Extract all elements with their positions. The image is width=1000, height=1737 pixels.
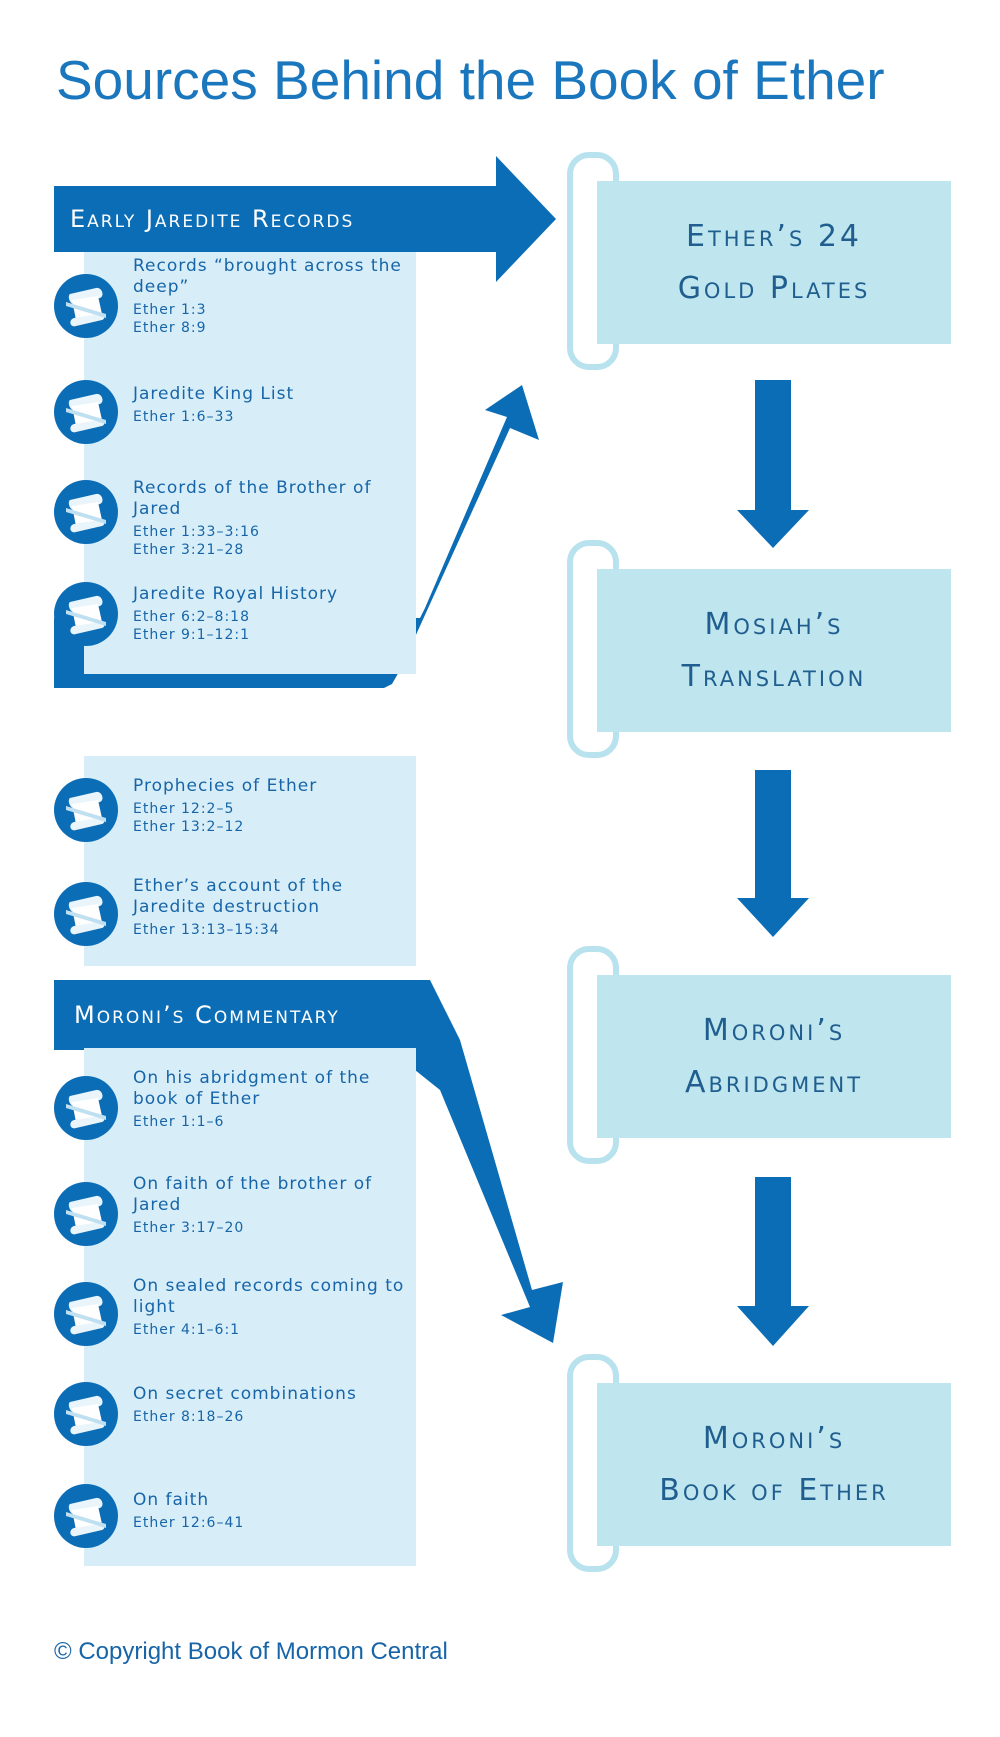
item-label: Records “brought across the deep” (133, 256, 402, 297)
scroll-icon (54, 274, 118, 338)
item-label: On his abridgment of the book of Ether (133, 1068, 371, 1109)
item-ref: Ether 3:21–28 (133, 542, 245, 558)
item-ref: Ether 12:6–41 (133, 1515, 245, 1531)
arrow-abridgment-to-book (737, 1177, 809, 1346)
list-item: Jaredite Royal History Ether 6:2–8:18 Et… (54, 576, 414, 656)
arrow-translation-to-abridgment (737, 770, 809, 937)
item-ref: Ether 9:1–12:1 (133, 627, 250, 643)
stage-line: Gold Plates (677, 270, 871, 306)
item-ref: Ether 13:13–15:34 (133, 922, 280, 938)
list-item: Ether’s account of the Jaredite destruct… (54, 868, 414, 958)
stage-line: Moroni’s (702, 1012, 846, 1048)
scroll-icon (54, 1076, 118, 1140)
scroll-icon (54, 1382, 118, 1446)
stage-line: Translation (681, 658, 867, 694)
item-ref: Ether 1:6–33 (133, 409, 235, 425)
stage-line: Book of Ether (659, 1472, 889, 1508)
scroll-icon (54, 380, 118, 444)
copyright-notice: © Copyright Book of Mormon Central (54, 1638, 448, 1665)
arrow-commentary-to-book (54, 980, 563, 1343)
list-item: On secret combinations Ether 8:18–26 (54, 1376, 414, 1460)
item-ref: Ether 6:2–8:18 (133, 609, 250, 625)
item-label: On secret combinations (133, 1384, 357, 1404)
item-ref: Ether 3:17–20 (133, 1220, 245, 1236)
item-label: On sealed records coming to light (133, 1276, 405, 1317)
item-label: Records of the Brother of Jared (133, 478, 372, 519)
stage-line: Abridgment (684, 1064, 864, 1100)
stage-line: Mosiah’s (704, 606, 844, 642)
item-ref: Ether 12:2–5 (133, 801, 235, 817)
list-item: Records “brought across the deep” Ether … (54, 248, 414, 338)
heading-ethers-writings: Ether’s Writings (112, 707, 324, 735)
scroll-icon (54, 582, 118, 646)
heading-early-records: Early Jaredite Records (54, 186, 484, 252)
list-item: On faith Ether 12:6–41 (54, 1478, 414, 1562)
panel-ethers-writings (84, 756, 416, 966)
list-item: Jaredite King List Ether 1:6–33 (54, 372, 414, 452)
item-ref: Ether 13:2–12 (133, 819, 245, 835)
scroll-icon (54, 1282, 118, 1346)
item-ref: Ether 8:9 (133, 320, 207, 336)
list-item: On sealed records coming to light Ether … (54, 1268, 414, 1360)
item-label: Prophecies of Ether (133, 776, 318, 796)
heading-moronis-commentary: Moroni’s Commentary (74, 1001, 340, 1029)
item-label: On faith (133, 1490, 210, 1510)
item-ref: Ether 1:3 (133, 302, 207, 318)
panel-moronis-commentary (84, 1048, 416, 1566)
item-label: Jaredite King List (133, 384, 295, 404)
list-item: On his abridgment of the book of Ether E… (54, 1060, 414, 1154)
item-label: Jaredite Royal History (133, 584, 339, 604)
item-ref: Ether 1:33–3:16 (133, 524, 260, 540)
list-item: Prophecies of Ether Ether 12:2–5 Ether 1… (54, 770, 414, 850)
list-item: Records of the Brother of Jared Ether 1:… (54, 470, 414, 560)
stage-line: Ether’s 24 (685, 218, 862, 254)
page-title: Sources Behind the Book of Ether (56, 49, 885, 111)
list-item: On faith of the brother of Jared Ether 3… (54, 1166, 414, 1258)
item-label: Ether’s account of the Jaredite destruct… (133, 876, 344, 917)
panel-early-records (84, 252, 416, 674)
scroll-icon (54, 778, 118, 842)
scroll-icon (54, 882, 118, 946)
scroll-icon (54, 1182, 118, 1246)
item-ref: Ether 4:1–6:1 (133, 1322, 241, 1338)
arrow-plates-to-translation (737, 380, 809, 548)
stage-gold-plates: Ether’s 24 Gold Plates (597, 181, 951, 344)
item-ref: Ether 8:18–26 (133, 1409, 245, 1425)
scroll-icon (54, 480, 118, 544)
stage-line: Moroni’s (702, 1420, 846, 1456)
item-label: On faith of the brother of Jared (133, 1174, 373, 1215)
scroll-icon (54, 1484, 118, 1548)
item-ref: Ether 1:1–6 (133, 1114, 225, 1130)
